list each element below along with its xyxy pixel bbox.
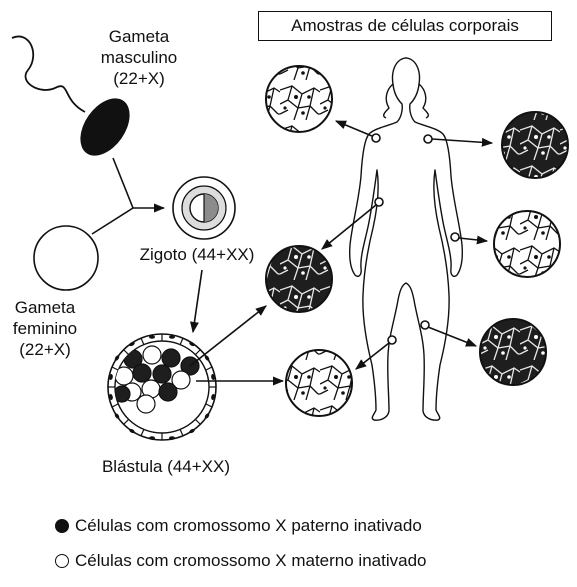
sample-blastula-lower [285, 349, 353, 417]
female-gamete-label: Gameta feminino (22+X) [0, 297, 90, 360]
sample-wrist-right [493, 210, 561, 278]
sample-circles [265, 65, 569, 417]
fertilization-lines [91, 157, 166, 235]
male-gamete-label: Gameta masculino (22+X) [90, 26, 188, 89]
sample-arrows [321, 120, 494, 370]
zygote [172, 176, 236, 240]
blastula-arrows [189, 305, 285, 386]
open-circle-icon [55, 554, 69, 568]
filled-circle-icon [55, 519, 69, 533]
female-gamete-egg [33, 225, 99, 291]
male-gamete-sperm [11, 35, 130, 156]
sample-leg-right [479, 318, 547, 386]
female-gamete-line3: (22+X) [19, 340, 71, 359]
male-gamete-line3: (22+X) [113, 69, 165, 88]
blastula-label: Blástula (44+XX) [101, 457, 231, 476]
body-samples-title: Amostras de células corporais [258, 11, 552, 41]
woman-silhouette [348, 57, 464, 421]
zygote-to-blastula-arrow [190, 269, 203, 334]
legend-paternal-text: Células com cromossomo X paterno inativa… [75, 516, 422, 535]
legend-maternal-text: Células com cromossomo X materno inativa… [75, 551, 427, 570]
legend-maternal: Células com cromossomo X materno inativa… [55, 550, 426, 572]
sample-shoulder-right [501, 111, 569, 179]
blastula [107, 333, 217, 441]
female-gamete-line2: feminino [12, 319, 78, 338]
zygote-label: Zigoto (44+XX) [139, 245, 255, 264]
male-gamete-line1: Gameta [108, 27, 170, 46]
sample-blastula-upper [265, 245, 333, 313]
female-gamete-line1: Gameta [14, 298, 76, 317]
male-gamete-line2: masculino [100, 48, 178, 67]
legend-paternal: Células com cromossomo X paterno inativa… [55, 515, 422, 537]
sample-shoulder-left [265, 65, 333, 133]
